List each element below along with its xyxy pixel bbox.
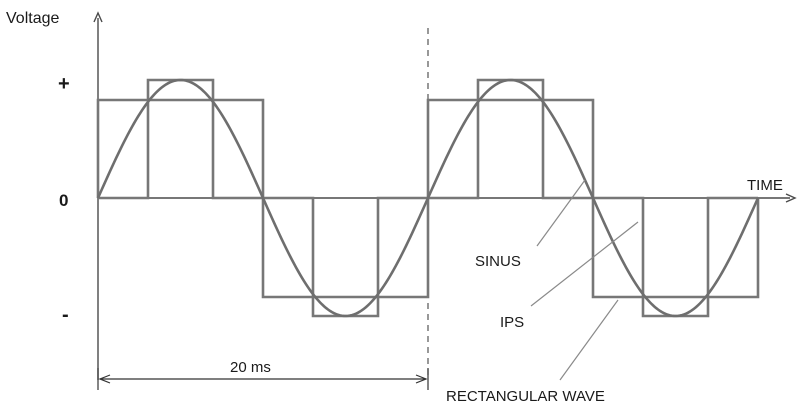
y-axis-label: Voltage	[6, 10, 59, 27]
rectangular-leader-line	[559, 299, 619, 381]
sinus-wave	[96, 78, 760, 318]
x-axis-arrowhead	[785, 193, 797, 203]
period-right-arrow	[415, 374, 428, 384]
ips-label: IPS	[500, 314, 524, 331]
period-left-arrow	[98, 374, 111, 384]
plus-level-label: +	[58, 73, 70, 95]
x-axis-label: TIME	[747, 177, 783, 194]
minus-level-label: -	[62, 304, 69, 326]
rectangular-wave-label: RECTANGULAR WAVE	[446, 388, 605, 405]
zero-level-label: 0	[59, 191, 68, 210]
ips-leader-line	[530, 221, 639, 307]
sinus-leader-line	[536, 179, 586, 247]
ips-stepped-wave	[98, 78, 758, 318]
period-label: 20 ms	[230, 359, 271, 376]
sinus-label: SINUS	[475, 253, 521, 270]
y-axis-arrowhead	[93, 11, 103, 23]
